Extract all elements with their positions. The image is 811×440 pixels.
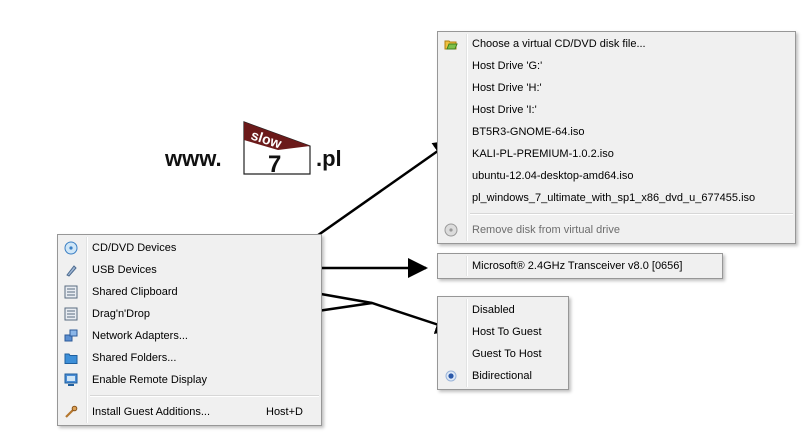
wrench-icon — [65, 405, 78, 418]
menu-item-shared-folders[interactable]: Shared Folders... — [58, 347, 321, 369]
devices-menu: CD/DVD Devices USB Devices Shared Clipbo… — [57, 234, 322, 426]
menu-item-label: Host Drive 'G:' — [472, 60, 543, 72]
logo-suffix: .pl — [316, 146, 342, 171]
menu-item-label: Shared Clipboard — [92, 286, 178, 298]
menu-item-enable-remote-display[interactable]: Enable Remote Display — [58, 369, 321, 391]
menu-item-host-drive-h[interactable]: Host Drive 'H:' — [438, 77, 795, 99]
menu-item-label: Host To Guest — [472, 326, 542, 338]
clipboard-icon — [64, 285, 78, 299]
drag-drop-submenu: Disabled Host To Guest Guest To Host Bid… — [437, 296, 569, 390]
slow7-logo: www. slow 7 .pl — [165, 118, 365, 178]
menu-item-host-drive-i[interactable]: Host Drive 'I:' — [438, 99, 795, 121]
menu-item-label: KALI-PL-PREMIUM-1.0.2.iso — [472, 148, 614, 160]
cd-icon — [64, 241, 78, 255]
menu-item-remove-disk[interactable]: Remove disk from virtual drive — [438, 219, 795, 241]
menu-item-iso-windows7[interactable]: pl_windows_7_ultimate_with_sp1_x86_dvd_u… — [438, 187, 795, 209]
menu-item-iso-kali[interactable]: KALI-PL-PREMIUM-1.0.2.iso — [438, 143, 795, 165]
menu-item-label: Host Drive 'I:' — [472, 104, 537, 116]
menu-item-label: Enable Remote Display — [92, 374, 207, 386]
menu-item-label: Microsoft® 2.4GHz Transceiver v8.0 [0656… — [472, 260, 683, 272]
menu-item-label: USB Devices — [92, 264, 157, 276]
open-file-icon — [444, 40, 458, 50]
menu-item-label: Drag'n'Drop — [92, 308, 151, 320]
menu-separator — [470, 213, 793, 215]
menu-item-label: pl_windows_7_ultimate_with_sp1_x86_dvd_u… — [472, 192, 756, 204]
menu-item-dnd-disabled[interactable]: Disabled — [438, 299, 568, 321]
menu-item-label: Choose a virtual CD/DVD disk file... — [472, 38, 646, 50]
cd-dvd-submenu: Choose a virtual CD/DVD disk file... Hos… — [437, 31, 796, 244]
menu-item-dnd-guest-to-host[interactable]: Guest To Host — [438, 343, 568, 365]
menu-item-cd-dvd-devices[interactable]: CD/DVD Devices — [58, 237, 321, 259]
menu-item-label: Shared Folders... — [92, 352, 177, 364]
menu-item-host-drive-g[interactable]: Host Drive 'G:' — [438, 55, 795, 77]
network-icon — [64, 329, 78, 342]
menu-item-label: Disabled — [472, 304, 515, 316]
menu-item-label: ubuntu-12.04-desktop-amd64.iso — [472, 170, 634, 182]
logo-prefix: www. — [165, 146, 222, 171]
usb-submenu: Microsoft® 2.4GHz Transceiver v8.0 [0656… — [437, 253, 723, 279]
eject-disk-icon — [444, 223, 458, 237]
menu-item-iso-ubuntu[interactable]: ubuntu-12.04-desktop-amd64.iso — [438, 165, 795, 187]
logo-badge: slow 7 — [243, 121, 311, 176]
logo-badge-number: 7 — [268, 151, 281, 176]
menu-item-network-adapters[interactable]: Network Adapters... — [58, 325, 321, 347]
menu-item-label: CD/DVD Devices — [92, 242, 177, 254]
menu-item-choose-disk-file[interactable]: Choose a virtual CD/DVD disk file... — [438, 33, 795, 55]
menu-item-iso-bt5r3[interactable]: BT5R3-GNOME-64.iso — [438, 121, 795, 143]
menu-item-shared-clipboard[interactable]: Shared Clipboard — [58, 281, 321, 303]
menu-item-dnd-bidirectional[interactable]: Bidirectional — [438, 365, 568, 387]
radio-selected-icon — [445, 370, 457, 382]
menu-separator — [90, 395, 319, 397]
menu-item-drag-n-drop[interactable]: Drag'n'Drop — [58, 303, 321, 325]
menu-item-label: Host Drive 'H:' — [472, 82, 542, 94]
menu-item-label: Remove disk from virtual drive — [472, 224, 620, 236]
menu-item-label: BT5R3-GNOME-64.iso — [472, 126, 585, 138]
menu-item-label: Network Adapters... — [92, 330, 188, 342]
menu-item-label: Install Guest Additions... — [92, 406, 211, 418]
usb-icon — [66, 265, 77, 277]
menu-item-dnd-host-to-guest[interactable]: Host To Guest — [438, 321, 568, 343]
menu-item-label: Guest To Host — [472, 348, 542, 360]
folder-icon — [64, 353, 78, 364]
arrow-cd-devices — [303, 139, 454, 247]
menu-item-shortcut: Host+D — [266, 406, 303, 418]
menu-item-install-guest-additions[interactable]: Install Guest Additions... Host+D — [58, 401, 321, 423]
drag-drop-icon — [64, 307, 78, 321]
menu-item-usb-devices[interactable]: USB Devices — [58, 259, 321, 281]
menu-item-usb-transceiver[interactable]: Microsoft® 2.4GHz Transceiver v8.0 [0656… — [438, 254, 722, 278]
menu-item-label: Bidirectional — [472, 370, 532, 382]
remote-display-icon — [64, 373, 78, 386]
